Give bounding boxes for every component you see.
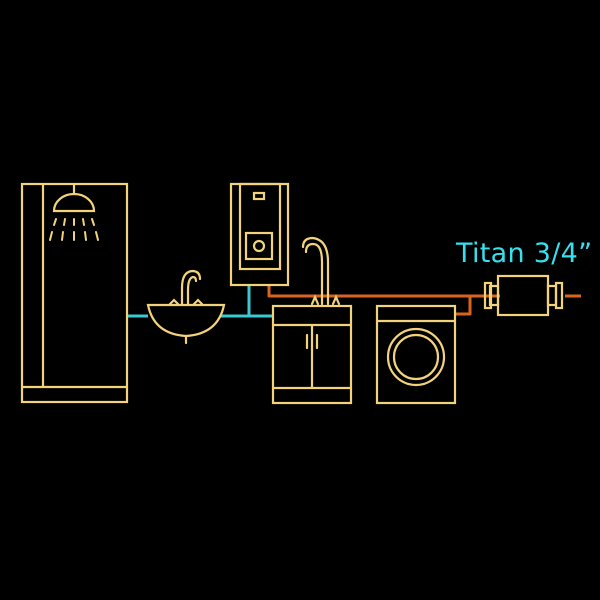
inline-filter-icon xyxy=(483,274,564,317)
product-label: Titan 3/4” xyxy=(456,238,593,269)
cold-water-pipe xyxy=(128,286,273,318)
sink-icon xyxy=(146,269,226,345)
cabinet-sink-icon xyxy=(271,236,353,405)
shower-icon xyxy=(20,182,129,404)
washing-machine-icon xyxy=(375,304,457,405)
hot-water-pipe xyxy=(267,286,581,316)
water-heater-icon xyxy=(229,182,290,287)
